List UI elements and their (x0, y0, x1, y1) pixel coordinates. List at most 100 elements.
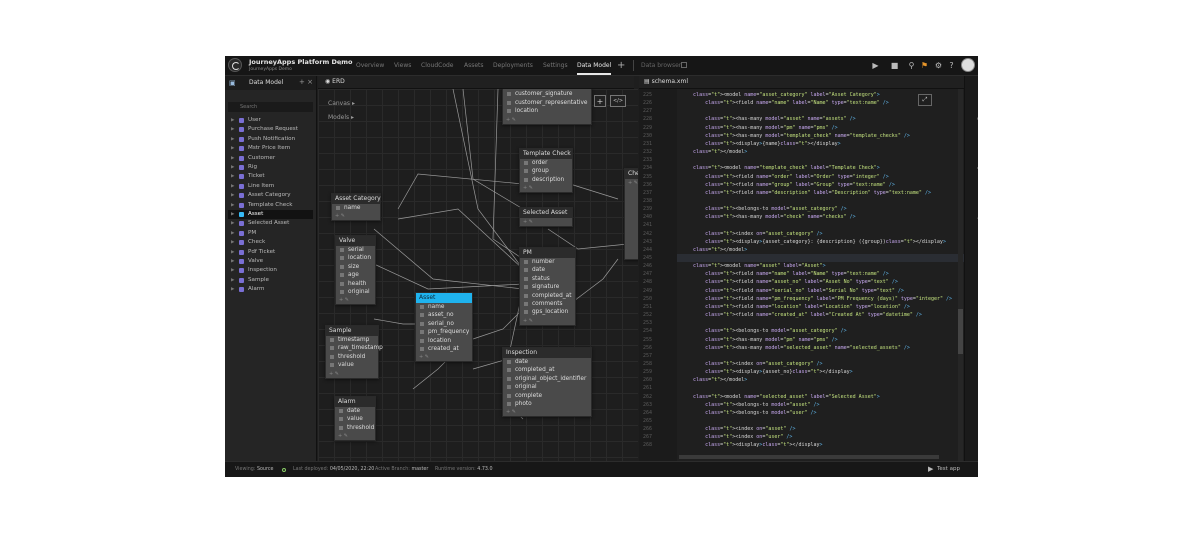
code-line[interactable]: class="t"><belongs-to model="asset_categ… (705, 206, 847, 213)
entity-title[interactable]: Alarm (335, 397, 375, 407)
entity-field[interactable]: name (416, 303, 472, 311)
search-icon[interactable]: ⚲ (908, 61, 915, 70)
expand-icon[interactable]: ▶ (231, 240, 235, 246)
expand-icon[interactable]: ▶ (231, 136, 235, 142)
code-line[interactable]: class="t"><has-many model="template_chec… (705, 132, 910, 139)
expand-icon[interactable]: ▶ (231, 118, 235, 123)
code-line[interactable]: class="t"><model name="selected_asset" l… (693, 393, 880, 400)
entity-title[interactable]: Inspection (503, 348, 591, 358)
add-field-icon[interactable]: + ✎ (339, 297, 349, 304)
entity-field[interactable]: order (520, 159, 572, 167)
entity-field[interactable]: customer_signature (503, 90, 591, 98)
code-line[interactable] (677, 254, 964, 263)
code-line[interactable]: class="t"><belongs-to model="user" /> (705, 409, 817, 416)
entity-field[interactable]: date (520, 266, 575, 274)
expand-icon[interactable]: ▶ (231, 165, 235, 170)
project-title[interactable]: JourneyApps Platform Demo (249, 58, 353, 66)
entity-field[interactable]: raw_timestamp (326, 344, 383, 352)
entity-title[interactable]: Valve (336, 236, 375, 246)
code-line[interactable]: class="t"><index on="asset" /> (705, 426, 796, 433)
code-editor[interactable]: 225 class="t"><model name="asset_categor… (639, 89, 964, 461)
entity-field[interactable]: date (503, 358, 591, 366)
code-line[interactable]: class="t"></model> (693, 246, 748, 253)
sidebar-item-inspection[interactable]: ▶Inspection (228, 266, 313, 275)
sidebar-item-ticket[interactable]: ▶Ticket (228, 172, 313, 181)
sidebar-item-alarm[interactable]: ▶Alarm (228, 285, 313, 294)
code-line[interactable]: class="t"><has-many model="pm" name="pms… (705, 336, 838, 343)
entity-field[interactable]: created_at (416, 345, 472, 353)
history-panel-toggle[interactable]: History (976, 152, 978, 170)
entity-field[interactable]: name (332, 204, 380, 212)
entity-field[interactable]: pm_frequency (416, 328, 472, 336)
tab-settings[interactable]: Settings (543, 62, 568, 69)
entity-field[interactable]: customer_representative (503, 99, 591, 107)
entity-field[interactable]: asset_no (416, 311, 472, 319)
expand-icon[interactable]: ▶ (231, 259, 235, 264)
entity-field[interactable]: location (503, 107, 591, 115)
sidebar-item-user[interactable]: ▶User (228, 116, 313, 125)
entity-field[interactable]: size (336, 263, 375, 271)
code-line[interactable]: class="t"><has-many model="asset" name="… (705, 116, 856, 123)
entity-field[interactable]: health (336, 280, 375, 288)
code-line[interactable]: class="t"><has-many model="pm" name="pms… (705, 124, 838, 131)
sidebar-item-template-check[interactable]: ▶Template Check (228, 201, 313, 210)
entity-field[interactable]: original (503, 383, 591, 391)
code-line[interactable]: class="t"><display>class="t"></display> (705, 442, 823, 449)
add-field-icon[interactable]: + ✎ (329, 370, 339, 377)
code-line[interactable]: class="t"></model> (693, 377, 748, 384)
entity-title[interactable]: Template Check (520, 149, 572, 159)
code-line[interactable]: class="t"><has-many model="check" name="… (705, 214, 856, 221)
code-line[interactable]: class="t"><model name="asset" label="Ass… (693, 263, 826, 270)
entity-field[interactable]: location (416, 337, 472, 345)
expand-icon[interactable]: ▶ (231, 202, 235, 208)
entity-field[interactable]: original_object_identifier (503, 375, 591, 383)
entity-field[interactable]: value (335, 415, 375, 423)
changes-panel-toggle[interactable]: Changes (976, 104, 978, 126)
sidebar-item-rig[interactable]: ▶Rig (228, 163, 313, 172)
sidebar-item-asset[interactable]: ▶Asset (228, 210, 313, 219)
minimap-icon[interactable]: ⤢ (918, 94, 932, 106)
tab-overview[interactable]: Overview (356, 62, 385, 69)
entity-field[interactable]: status (520, 275, 575, 283)
entity-title[interactable]: PM (520, 248, 575, 258)
entity-selected-asset[interactable]: Selected Asset+ ✎ (519, 207, 573, 227)
sidebar-item-pdf-ticket[interactable]: ▶Pdf Ticket (228, 248, 313, 257)
play-icon[interactable]: ▶ (872, 61, 879, 70)
expand-icon[interactable]: ▶ (231, 193, 235, 199)
sidebar-item-asset-category[interactable]: ▶Asset Category (228, 191, 313, 200)
code-line[interactable]: class="t"><index on="asset_category" /> (705, 360, 823, 367)
entity-title[interactable]: Selected Asset (520, 208, 572, 218)
chevron-down-icon[interactable]: ⌄ (338, 60, 344, 67)
code-line[interactable]: class="t"><field name="asset_no" label="… (705, 279, 898, 286)
expand-icon[interactable]: ▶ (231, 174, 235, 180)
code-line[interactable]: class="t"><index on="asset_category" /> (705, 230, 823, 237)
sidebar-item-valve[interactable]: ▶Valve (228, 257, 313, 266)
entity-field[interactable]: age (336, 271, 375, 279)
developer-docs-toggle[interactable]: Developer Docs (976, 200, 978, 240)
sidebar-item-push-notification[interactable]: ▶Push Notification (228, 135, 313, 144)
tab-deployments[interactable]: Deployments (493, 62, 533, 69)
code-line[interactable]: class="t"></model> (693, 149, 748, 156)
code-line[interactable]: class="t"><field name="location" label="… (705, 303, 910, 310)
entity-field[interactable]: timestamp (326, 336, 378, 344)
models-menu[interactable]: Models ▸ (328, 114, 355, 121)
add-field-icon[interactable]: + ✎ (419, 354, 429, 361)
entity-title[interactable]: Sample (326, 326, 378, 336)
add-field-icon[interactable]: + ✎ (338, 433, 348, 440)
tab-views[interactable]: Views (394, 62, 412, 69)
entity-field[interactable]: photo (503, 400, 591, 408)
tab-assets[interactable]: Assets (464, 62, 484, 69)
entity-partial-top[interactable]: signed_atcustomer_signaturecustomer_repr… (502, 89, 592, 125)
expand-icon[interactable]: ▶ (231, 268, 235, 274)
journeyapps-logo-icon[interactable] (228, 58, 242, 72)
play-icon[interactable]: ▶ (928, 465, 934, 473)
data-browser-link[interactable]: Data browser (641, 62, 682, 69)
view-code-button[interactable]: </> (610, 95, 626, 107)
expand-icon[interactable]: ▶ (231, 287, 235, 293)
add-field-icon[interactable]: + ✎ (523, 219, 533, 225)
expand-icon[interactable]: ▶ (231, 183, 235, 189)
